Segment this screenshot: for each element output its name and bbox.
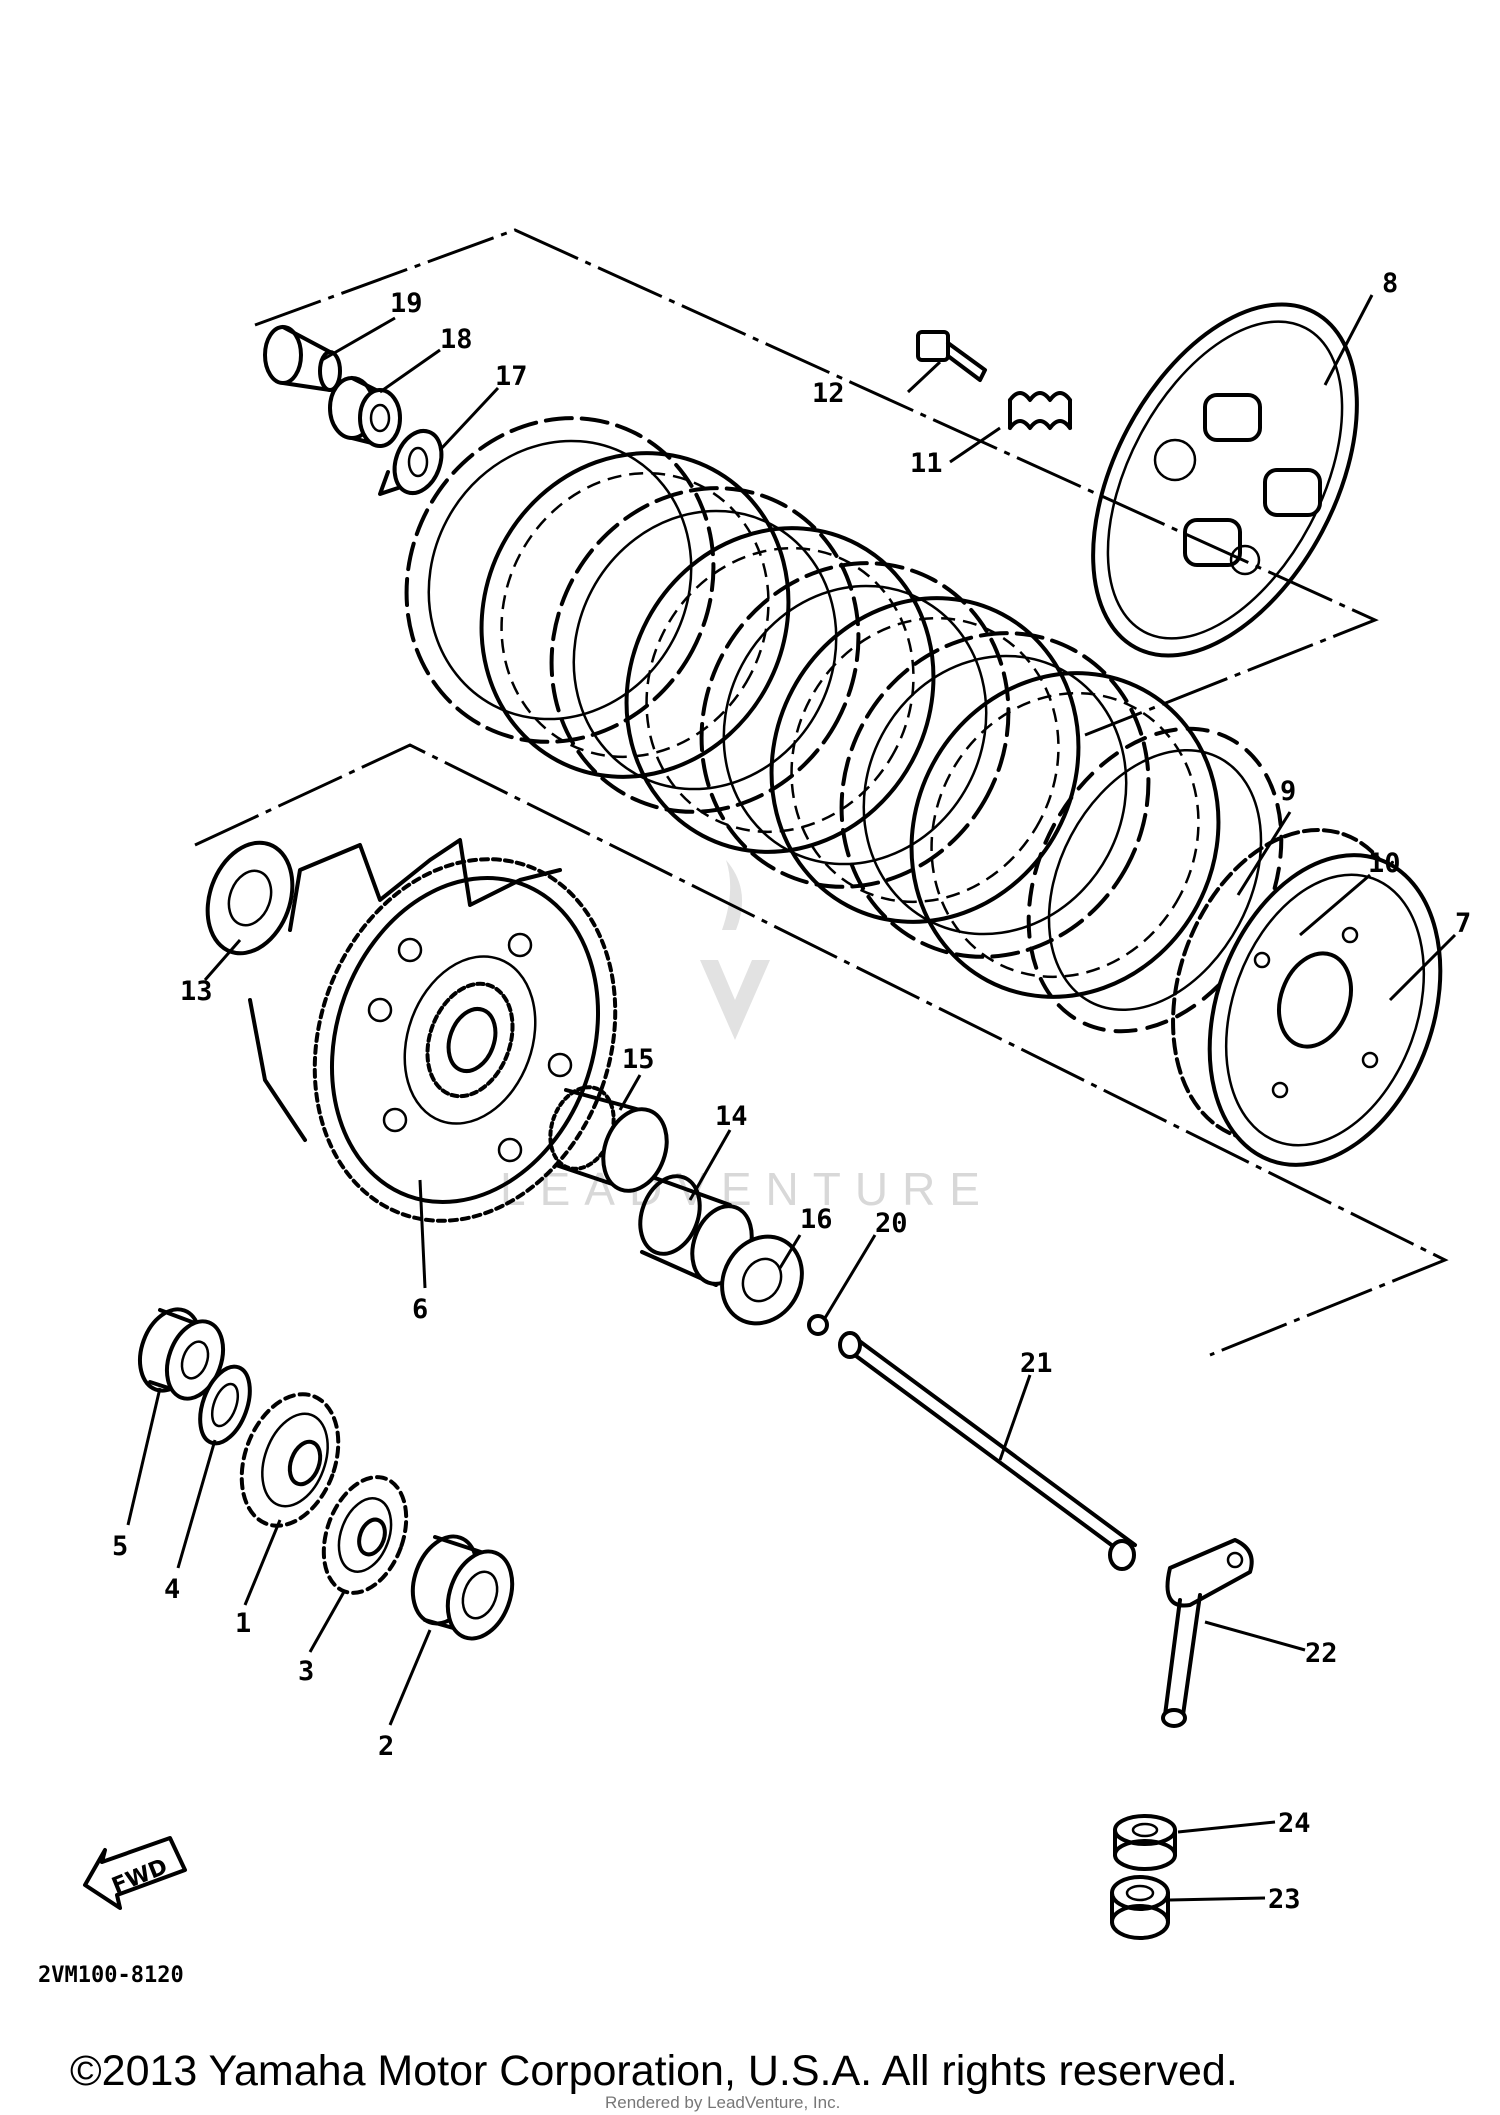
part-label-24: 24 (1278, 1808, 1311, 1839)
part-label-13: 13 (180, 976, 213, 1007)
part-22-push-lever (1161, 1538, 1254, 1728)
part-11-spring (1008, 391, 1072, 430)
forward-arrow-icon (83, 1836, 187, 1910)
part-label-2: 2 (378, 1731, 394, 1762)
part-label-4: 4 (164, 1574, 180, 1605)
upper-assembly-frame (254, 228, 1379, 737)
lower-assembly-frame (194, 743, 1449, 1357)
part-label-9: 9 (1280, 776, 1296, 807)
part-15-needle-bearing (548, 1085, 669, 1193)
part-label-18: 18 (440, 324, 473, 355)
part-24-oil-seal (1113, 1814, 1177, 1871)
part-label-3: 3 (298, 1656, 314, 1687)
rendered-by-credit: Rendered by LeadVenture, Inc. (605, 2093, 840, 2112)
part-label-19: 19 (390, 288, 423, 319)
part-19-collar (263, 325, 342, 392)
part-label-11: 11 (910, 448, 943, 479)
assembly-frames (194, 228, 1449, 1357)
part-3-gear (321, 1475, 409, 1595)
part-8-pressure-plate (1091, 302, 1359, 658)
part-17-lock-washer (378, 429, 444, 496)
part-7-clutch-boss (1171, 828, 1443, 1167)
part-5-oil-seal (138, 1307, 226, 1401)
part-18-bearing (328, 376, 402, 448)
forward-arrow-label: FWD (108, 1854, 171, 1899)
part-label-1: 1 (235, 1608, 251, 1639)
part-labels: 1 2 3 4 5 6 7 8 9 10 11 12 13 14 15 16 1… (112, 268, 1471, 1915)
part-13-thrust-washer (205, 840, 295, 956)
leader-lines (126, 294, 1457, 1902)
part-label-23: 23 (1268, 1884, 1301, 1915)
part-21-push-rod (838, 1331, 1137, 1571)
part-label-16: 16 (800, 1204, 833, 1235)
part-4-washer (198, 1364, 252, 1446)
part-label-21: 21 (1020, 1348, 1053, 1379)
part-label-10: 10 (1368, 848, 1401, 879)
part-label-15: 15 (622, 1044, 655, 1075)
part-1-primary-drive-gear (239, 1392, 341, 1528)
part-label-5: 5 (112, 1531, 128, 1562)
part-label-20: 20 (875, 1208, 908, 1239)
part-label-12: 12 (812, 378, 845, 409)
part-20-ball (807, 1314, 829, 1336)
watermark-logo-icon (700, 860, 770, 1040)
part-label-7: 7 (1455, 908, 1471, 939)
forward-arrow: FWD (83, 1836, 187, 1910)
part-16-washer (720, 1234, 804, 1326)
part-label-17: 17 (495, 361, 528, 392)
part-2-bearing (410, 1534, 515, 1641)
drawing-code: 2VM100-8120 (38, 1963, 184, 1988)
part-12-bolt (916, 330, 987, 382)
part-label-8: 8 (1382, 268, 1398, 299)
copyright-notice: ©2013 Yamaha Motor Corporation, U.S.A. A… (70, 2047, 1238, 2095)
clutch-plate-stack (404, 416, 1221, 999)
part-label-22: 22 (1305, 1638, 1338, 1669)
part-label-6: 6 (412, 1294, 428, 1325)
part-23-bearing (1110, 1875, 1170, 1940)
part-label-14: 14 (715, 1101, 748, 1132)
